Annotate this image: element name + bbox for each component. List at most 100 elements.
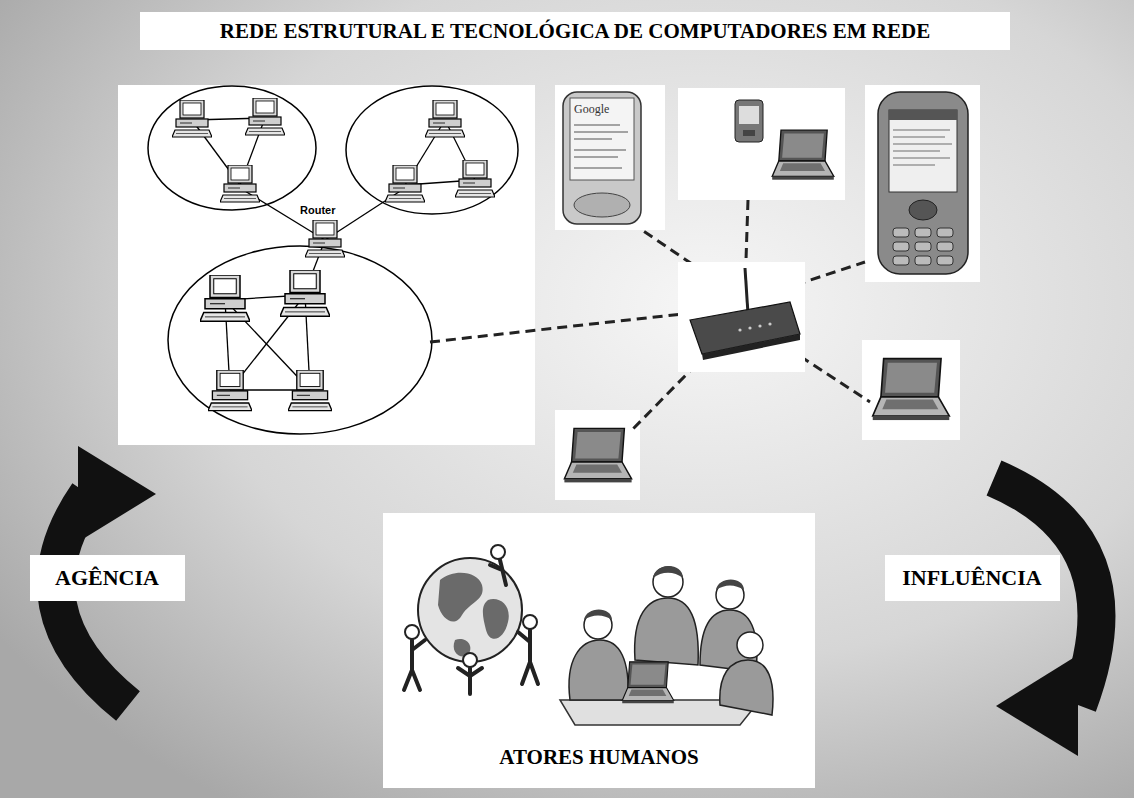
handheld-device-part (735, 100, 763, 142)
desktop-computer-icon (280, 270, 330, 316)
heading-box: REDE ESTRUTURAL E TECNOLÓGICA DE COMPUTA… (140, 12, 1010, 50)
mobile-phone-part-part (937, 242, 953, 251)
wireless-access-point (678, 262, 805, 372)
desktop-computer-icon (172, 100, 212, 137)
mobile-phone-part (574, 193, 630, 217)
hub-label: Router (300, 204, 335, 216)
device-panels (555, 85, 980, 500)
device-panel (678, 88, 845, 200)
actors-box: ATORES HUMANOS (383, 513, 815, 788)
business-team-part-part (716, 580, 744, 591)
mobile-phone-part-part (937, 228, 953, 237)
mobile-phone-part-part (915, 256, 931, 265)
business-team-part (584, 567, 763, 658)
handheld-device-part (739, 106, 759, 124)
globe-with-people-part-part (405, 625, 419, 639)
network-wires (192, 118, 475, 390)
globe-with-people-part-part (404, 640, 425, 690)
laptop-icon (622, 662, 674, 703)
globe-with-people-part-part (458, 668, 482, 694)
wireless-links (430, 200, 870, 430)
mobile-phone-part-part (893, 129, 950, 130)
mobile-phone-part-part (574, 156, 618, 158)
mobile-phone-part-part (893, 150, 940, 151)
mobile-phone-part-part (893, 228, 909, 237)
business-team-part-part (569, 640, 628, 700)
device-panel (555, 410, 640, 500)
mobile-phone-part (563, 92, 641, 224)
mobile-phone-part-part (893, 242, 909, 251)
globe-with-people-part (405, 545, 537, 667)
globe-with-people-part (404, 560, 538, 694)
mobile-phone-part (889, 110, 957, 192)
mobile-phone-part (889, 110, 957, 120)
device-panel (555, 85, 665, 230)
mobile-phone-part-part (574, 124, 620, 126)
mobile-phone-part-part (574, 149, 626, 151)
node-title: ATORES HUMANOS (499, 745, 698, 770)
globe-with-people-part-part (523, 615, 537, 629)
globe-with-people-part (483, 599, 509, 639)
handheld-device-part (743, 130, 755, 136)
screen-logo: Google (574, 102, 609, 117)
mobile-phone-part (570, 98, 634, 180)
mobile-phone-part-part (574, 138, 612, 140)
mobile-phone-part-part (915, 242, 931, 251)
globe-with-people-part (438, 573, 483, 622)
mobile-phone-part-part (893, 256, 909, 265)
globe-with-people-part-part (463, 653, 477, 667)
business-team-part (584, 566, 744, 620)
mobile-phone (878, 92, 968, 274)
heading: REDE ESTRUTURAL E TECNOLÓGICA DE COMPUTA… (220, 19, 930, 43)
desktop-computer-icon (245, 98, 285, 135)
status-lights-part (748, 326, 751, 329)
mobile-phone-part-part (893, 164, 935, 165)
subnet-ellipse (148, 86, 316, 210)
business-team-part-part (720, 660, 773, 715)
desktop-computer-icon (220, 165, 260, 202)
mobile-phone-part-part (893, 136, 945, 137)
desktop-computer-icon (425, 100, 465, 137)
mobile-phone-part (909, 200, 937, 220)
device-panel (865, 85, 980, 282)
arrow-label: AGÊNCIA (30, 555, 185, 601)
status-lights-part (758, 324, 761, 327)
desktop-computer-icon (385, 165, 425, 202)
mobile-phone-part-part (574, 131, 628, 133)
globe-with-people (404, 545, 538, 694)
business-team (560, 566, 773, 725)
arrow-head (78, 446, 156, 542)
human-actors-figure (383, 513, 815, 788)
mobile-phone-part (878, 92, 968, 274)
globe-with-people-part (418, 558, 522, 662)
mobile-phone-part-part (915, 228, 931, 237)
actors-panel (383, 513, 815, 788)
mobile-phone-part-part (893, 157, 950, 158)
desktop-computer-icon (288, 370, 332, 411)
subnet-ellipse (346, 86, 518, 214)
status-lights-part (738, 328, 741, 331)
wireless-link (430, 312, 700, 342)
influence-arrow (994, 478, 1096, 756)
wired-network-figure (118, 85, 535, 445)
antenna (745, 268, 748, 314)
desktop-computer-icon (208, 370, 252, 411)
globe-with-people-part-part (491, 545, 505, 559)
business-team-part-part (737, 632, 763, 658)
desktop-computer-icon (200, 275, 250, 321)
business-team-part-part (653, 567, 683, 597)
business-team-part-part (635, 598, 699, 665)
globe-with-people-part-part (518, 630, 538, 684)
device-panel (678, 262, 805, 372)
mobile-phone-part-part (574, 167, 622, 169)
business-team-part (569, 598, 773, 715)
device-panel (862, 340, 960, 440)
laptop-icon (772, 130, 834, 180)
mobile-phone (563, 92, 641, 224)
status-lights-part (768, 322, 771, 325)
mobile-phone-part-part (893, 143, 952, 144)
